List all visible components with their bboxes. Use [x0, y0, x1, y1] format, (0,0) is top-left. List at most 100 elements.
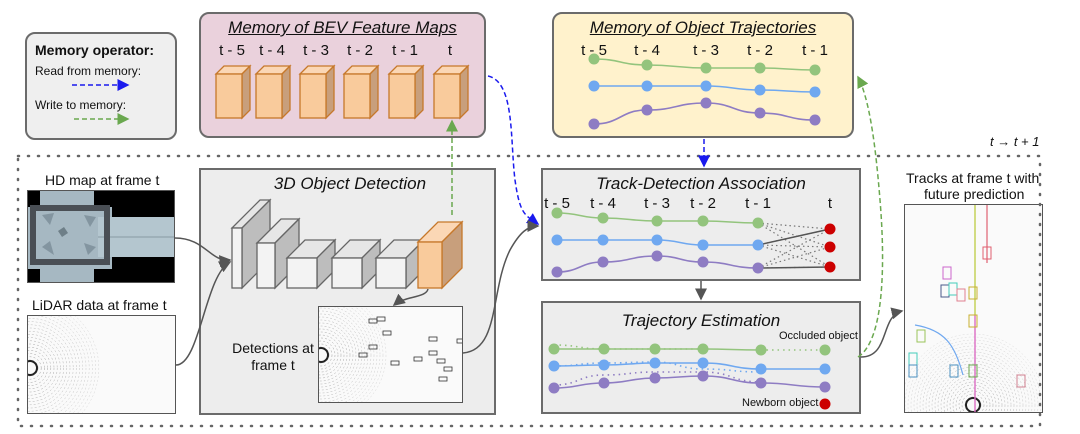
- lidar-ring: [940, 372, 1006, 412]
- estimated-track-purple-line: [553, 375, 826, 389]
- lidar-ring: [919, 351, 1027, 412]
- memory-track-green-point: [700, 62, 712, 74]
- estimated-track-green-point: [819, 344, 831, 356]
- traj-frame-label: t - 1: [802, 42, 828, 59]
- tracked-object-box: [942, 266, 952, 280]
- bev-frame-label: t - 5: [219, 42, 245, 59]
- lidar-ring: [907, 339, 1039, 412]
- bev-feature-cube-front: [215, 73, 243, 119]
- estimated-track-blue-point: [819, 363, 831, 375]
- detection-box-marker: [390, 360, 400, 366]
- detection-box-marker: [368, 344, 378, 350]
- occluded-object-label: Occluded object: [779, 330, 858, 342]
- lidar-ring: [928, 360, 1018, 412]
- bev-feature-cube: [214, 64, 252, 120]
- bev-feature-cube-side: [459, 64, 469, 120]
- bev-feature-cube-front: [433, 73, 461, 119]
- cnn-layer-4: [330, 238, 382, 290]
- estimated-track-blue-point: [697, 357, 709, 369]
- memory-track-purple-point: [809, 114, 821, 126]
- tracked-object-box: [1016, 374, 1026, 388]
- lidar-ring-ego: [965, 397, 981, 412]
- predicted-track: [914, 324, 964, 376]
- estimated-track-purple-point: [548, 382, 560, 394]
- tracked-object-box: [908, 364, 918, 378]
- candidate-match-line: [757, 222, 831, 268]
- memory-track-green-point: [641, 59, 653, 71]
- lidar-to-detector-arrow: [175, 261, 232, 366]
- candidate-match-line: [757, 246, 831, 269]
- lidar-ring: [946, 378, 1000, 412]
- estimated-track-blue-point: [548, 360, 560, 372]
- traj-frame-label: t - 4: [634, 42, 660, 59]
- cnn-layer-4-front: [331, 257, 363, 289]
- tracked-object-box: [968, 314, 978, 328]
- lidar-ring: [28, 346, 52, 390]
- association-frame-label: t - 1: [745, 195, 771, 212]
- detection-box-marker: [413, 356, 423, 362]
- assoc-track-purple-point: [651, 250, 663, 262]
- cnn-layer-3: [285, 238, 337, 290]
- time-step-label: t → t + 1: [990, 134, 1040, 149]
- bev-feature-cube: [387, 64, 425, 120]
- assoc-track-purple-point: [752, 262, 764, 274]
- bev-head-cube: [416, 220, 464, 290]
- bev-feature-cube-side: [281, 64, 291, 120]
- bev-memory-title: Memory of BEV Feature Maps: [228, 18, 457, 37]
- memory-track-green-point: [754, 62, 766, 74]
- lidar-ring: [319, 322, 354, 388]
- lidar-ring: [319, 343, 333, 367]
- estimated-track-green-point: [755, 344, 767, 356]
- bev-feature-cube-front: [343, 73, 371, 119]
- hd-map-label: HD map at frame t: [45, 172, 160, 188]
- newborn-object-label: Newborn object: [742, 397, 819, 409]
- estimated-track-green-point: [598, 343, 610, 355]
- hd-map-to-detector-arrow: [174, 237, 232, 268]
- assoc-track-blue-point: [597, 234, 609, 246]
- lidar-ring: [916, 348, 1030, 412]
- tracked-object-box: [916, 329, 926, 343]
- estimation-to-output-arrow: [860, 307, 904, 358]
- cnn-layer-2: [255, 217, 301, 290]
- lidar-ring: [319, 310, 366, 400]
- detection-title: 3D Object Detection: [273, 174, 427, 193]
- traj-frame-label: t - 3: [693, 42, 719, 59]
- assoc-track-purple-point: [597, 256, 609, 268]
- lidar-ring: [319, 325, 351, 385]
- bev-feature-cube-front: [255, 73, 283, 119]
- association-frame-label: t - 2: [690, 195, 716, 212]
- lidar-ring: [949, 381, 997, 412]
- lidar-ring: [931, 363, 1015, 412]
- bev-frame-label: t: [447, 42, 453, 59]
- cnn-layer-3-front: [286, 257, 318, 289]
- estimated-track-purple-point: [697, 370, 709, 382]
- memory-track-blue-point: [588, 80, 600, 92]
- assoc-track-blue-point: [752, 239, 764, 251]
- bev-head-cube-front: [417, 241, 443, 289]
- traj-frame-label: t - 2: [747, 42, 773, 59]
- estimation-box: [541, 301, 861, 414]
- traj-memory-box: [552, 12, 854, 138]
- memory-track-purple-point: [588, 118, 600, 130]
- candidate-match-line: [757, 244, 831, 248]
- lidar-ring: [319, 307, 369, 402]
- bev-feature-cube-side: [241, 64, 251, 120]
- detection-box-marker: [376, 316, 386, 322]
- candidate-match-line: [757, 222, 831, 230]
- bev-feature-cube: [342, 64, 380, 120]
- assoc-track-green-point: [551, 207, 563, 219]
- lidar-ring: [349, 307, 378, 402]
- hd-map-image: [27, 190, 175, 283]
- detection-box-marker: [428, 336, 438, 342]
- detection-box-marker: [382, 330, 392, 336]
- legend-title: Memory operator:: [35, 42, 155, 58]
- detection-box-marker: [358, 352, 368, 358]
- candidate-match-line: [757, 222, 831, 248]
- cnn-layer-1-front: [231, 227, 243, 289]
- estimated-track-purple-point: [755, 377, 767, 389]
- bev-feature-cube-side: [414, 64, 424, 120]
- lidar-ring-ego: [28, 360, 38, 376]
- assoc-track-green-point: [752, 217, 764, 229]
- newborn-object-marker: [819, 398, 831, 410]
